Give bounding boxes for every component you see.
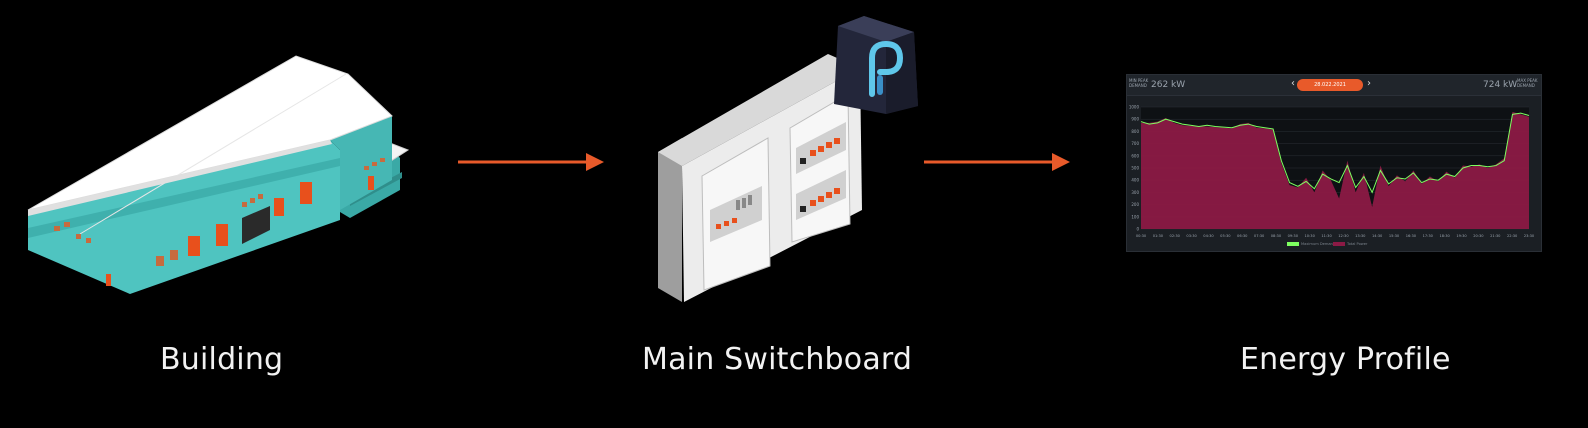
y-tick-label: 600 [1131,153,1139,158]
x-tick-label: 22:30 [1507,234,1518,238]
dashboard-header: MIN PEAK DEMAND 262 kW ‹ 28.022.2021 › 7… [1127,75,1541,96]
switchboard-illustration [658,54,862,302]
y-tick-label: 300 [1131,190,1139,195]
series-area-total-power [1141,111,1529,229]
x-tick-label: 01:30 [1153,234,1164,238]
energy-chart: 0 100 200 300 400 500 600 700 800 900 1000 00:30 01:… [1129,105,1535,246]
arrow-icon [924,153,1070,171]
y-tick-label: 100 [1131,214,1139,219]
min-peak-label: MIN PEAK DEMAND [1129,78,1149,88]
x-tick-label: 18:30 [1439,234,1450,238]
y-tick-label: 1000 [1129,105,1140,110]
legend-label: Total Power [1346,242,1368,246]
x-tick-label: 04:30 [1203,234,1214,238]
x-tick-label: 11:30 [1321,234,1332,238]
x-tick-label: 09:30 [1288,234,1299,238]
chevron-right-icon[interactable]: › [1367,78,1371,89]
x-tick-label: 08:30 [1271,234,1282,238]
x-tick-label: 03:30 [1186,234,1197,238]
x-tick-label: 05:30 [1220,234,1231,238]
date-badge[interactable]: 28.022.2021 [1297,79,1363,91]
x-tick-label: 12:30 [1338,234,1349,238]
y-tick-label: 0 [1136,227,1139,232]
x-tick-label: 02:30 [1170,234,1181,238]
x-tick-label: 07:30 [1254,234,1265,238]
legend-swatch [1333,242,1345,246]
chevron-left-icon[interactable]: ‹ [1291,78,1295,89]
y-tick-label: 900 [1131,117,1139,122]
caption-energy-profile: Energy Profile [1240,342,1451,377]
legend-swatch [1287,242,1299,246]
caption-switchboard: Main Switchboard [642,342,913,377]
y-tick-label: 400 [1131,178,1139,183]
y-tick-label: 700 [1131,141,1139,146]
caption-building: Building [160,342,284,377]
max-peak-label: MAX PEAK DEMAND [1517,78,1538,88]
p-logo-icon [834,16,918,114]
y-tick-label: 800 [1131,129,1139,134]
max-peak-value: 724 kW [1483,80,1518,90]
x-tick-label: 16:30 [1406,234,1417,238]
y-tick-label: 200 [1131,202,1139,207]
x-tick-label: 10:30 [1305,234,1316,238]
energy-dashboard: MIN PEAK DEMAND 262 kW ‹ 28.022.2021 › 7… [1126,74,1542,252]
x-tick-label: 23:30 [1524,234,1535,238]
x-tick-label: 21:30 [1490,234,1501,238]
series-line-maximum-demand [1140,112,1530,194]
x-tick-label: 20:30 [1473,234,1484,238]
x-tick-label: 19:30 [1456,234,1467,238]
min-peak-value: 262 kW [1151,80,1186,90]
x-tick-label: 15:30 [1389,234,1400,238]
x-tick-label: 17:30 [1423,234,1434,238]
x-tick-label: 00:30 [1136,234,1147,238]
x-tick-label: 14:30 [1372,234,1383,238]
x-tick-label: 06:30 [1237,234,1248,238]
y-tick-label: 500 [1131,166,1139,171]
legend-label: Maximum Demand [1301,242,1335,246]
arrow-icon [458,153,604,171]
x-tick-label: 13:30 [1355,234,1366,238]
building-illustration [27,55,410,294]
